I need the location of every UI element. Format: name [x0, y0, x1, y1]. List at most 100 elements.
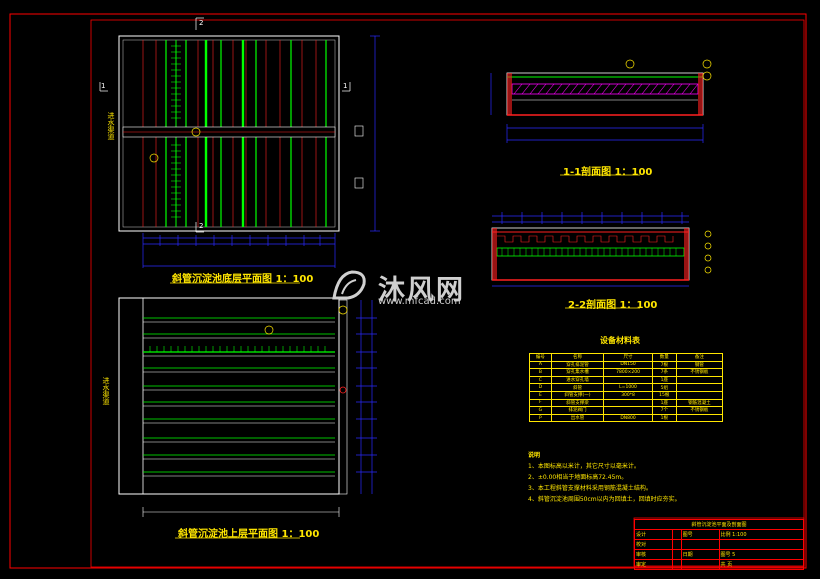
- table-cell: 排泥阀门: [550, 406, 605, 415]
- table-cell: G: [529, 406, 552, 415]
- table-cell: 进水穿孔墙: [550, 375, 605, 385]
- table-cell: 15根: [651, 390, 677, 400]
- title-block-cell: [671, 529, 682, 540]
- section-mark-1-right: 1: [343, 82, 348, 90]
- title-block-row: 斜管沉淀池平面及剖面图: [634, 519, 804, 530]
- title-block-cell: [671, 559, 682, 570]
- table-cell: A: [529, 360, 552, 370]
- notes-block: 说明 1、本图标高以米计，其它尺寸以毫米计。 2、±0.00相当于地面标高72.…: [528, 450, 681, 505]
- title-block-cell: 审核: [634, 549, 673, 560]
- table-cell: 1座: [651, 375, 677, 385]
- table-header-row: 编号 名称 尺寸 数量 备注: [529, 353, 724, 362]
- title-block-cell: [671, 539, 682, 550]
- title-block-row: 校对: [634, 539, 805, 550]
- section-1-1-title: 1-1剖面图 1：100: [563, 167, 653, 178]
- section-mark-2-bottom: 2: [199, 222, 204, 230]
- table-cell: 出水管: [550, 413, 605, 423]
- table-cell: 钢管: [675, 360, 724, 370]
- inner-frame: [90, 19, 805, 568]
- table-cell: 7800×200: [603, 368, 653, 377]
- table-cell: D: [529, 383, 552, 392]
- table-cell: 1座: [651, 398, 677, 408]
- table-cell: 7个: [651, 406, 677, 415]
- watermark-logo-icon: [332, 270, 366, 300]
- table-header-cell: 编号: [529, 353, 552, 362]
- watermark-text: 沐风网: [378, 275, 465, 306]
- table-cell: [675, 413, 724, 423]
- table-header-cell: 名称: [550, 353, 605, 362]
- table-cell: L=1000: [603, 383, 653, 392]
- table-cell: DN150: [603, 360, 653, 370]
- section-mark-2-top: 2: [199, 19, 204, 27]
- table-cell: 1根: [651, 413, 677, 423]
- table-header-cell: 尺寸: [603, 353, 653, 362]
- table-cell: [603, 398, 653, 408]
- bottom-plan-view: [99, 17, 380, 268]
- title-block-row: 审核日期图号 5: [634, 549, 805, 560]
- table-cell: 穿孔排泥管: [550, 360, 605, 370]
- table-cell: 7条: [651, 368, 677, 377]
- top-plan-view: [118, 297, 377, 517]
- table-cell: C: [529, 375, 552, 385]
- title-block-cell: 设计: [634, 529, 673, 540]
- outer-frame: [9, 13, 807, 569]
- watermark-url: www.mfcad.com: [378, 296, 461, 307]
- inlet-channel-label-top: 进水渠道: [102, 377, 110, 405]
- title-block-cell: 共 页: [718, 559, 805, 570]
- note-item: 3、本工程斜管支撑材料采用钢筋混凝土结构。: [528, 485, 652, 492]
- title-block-cell: 比例 1:100: [718, 529, 805, 540]
- title-block-drawing-name: 斜管沉淀池平面及剖面图: [634, 519, 804, 530]
- table-cell: E: [529, 390, 552, 400]
- title-block-cell: 图号: [680, 529, 720, 540]
- table-cell: [603, 406, 653, 415]
- note-item: 4、斜管沉淀池周围50cm以内为回填土，回填时应夯实。: [528, 496, 681, 503]
- table-header-cell: 数量: [651, 353, 677, 362]
- section-mark-1-left: 1: [101, 82, 106, 90]
- table-cell: 不锈钢板: [675, 406, 724, 415]
- section-2-2-title: 2-2剖面图 1：100: [568, 300, 658, 311]
- title-block-cell: [680, 539, 720, 550]
- table-cell: DN800: [603, 413, 653, 423]
- table-header-cell: 备注: [675, 353, 724, 362]
- table-cell: 不锈钢板: [675, 368, 724, 377]
- table-cell: 钢筋混凝土: [675, 398, 724, 408]
- table-cell: 斜管支撑(一): [550, 390, 605, 400]
- title-block-cell: [680, 559, 720, 570]
- section-2-2-view: [491, 212, 712, 287]
- table-cell: 300*8: [603, 390, 653, 400]
- title-block-cell: 日期: [680, 549, 720, 560]
- title-block-row: 审定 共 页: [634, 559, 805, 570]
- table-cell: 斜管: [550, 383, 605, 392]
- table-cell: [603, 375, 653, 385]
- section-1-1-view: [490, 59, 712, 143]
- table-cell: B: [529, 368, 552, 377]
- title-block-cell: [718, 539, 805, 550]
- table-cell: [675, 375, 724, 385]
- table-cell: P: [529, 413, 552, 423]
- notes-title: 说明: [528, 452, 541, 459]
- note-item: 2、±0.00相当于地面标高72.45m。: [528, 474, 628, 481]
- table-cell: 5组: [651, 383, 677, 392]
- inlet-channel-label-bottom: 进水渠道: [107, 112, 115, 140]
- equipment-table-title: 设备材料表: [600, 336, 640, 345]
- title-block-cell: 图号 5: [718, 549, 805, 560]
- title-block-cell: [671, 549, 682, 560]
- bottom-plan-title: 斜管沉淀池底层平面图 1：100: [172, 274, 314, 285]
- title-block-cell: 审定: [634, 559, 673, 570]
- title-block-row: 设计图号比例 1:100: [634, 529, 805, 540]
- table-cell: [675, 390, 724, 400]
- title-block: 斜管沉淀池平面及剖面图 设计图号比例 1:100 校对 审核日期图号 5 审定 共…: [634, 519, 805, 570]
- table-cell: 7根: [651, 360, 677, 370]
- top-plan-title: 斜管沉淀池上层平面图 1：100: [178, 529, 320, 540]
- note-item: 1、本图标高以米计，其它尺寸以毫米计。: [528, 463, 640, 470]
- table-cell: F: [529, 398, 552, 408]
- table-cell: [675, 383, 724, 392]
